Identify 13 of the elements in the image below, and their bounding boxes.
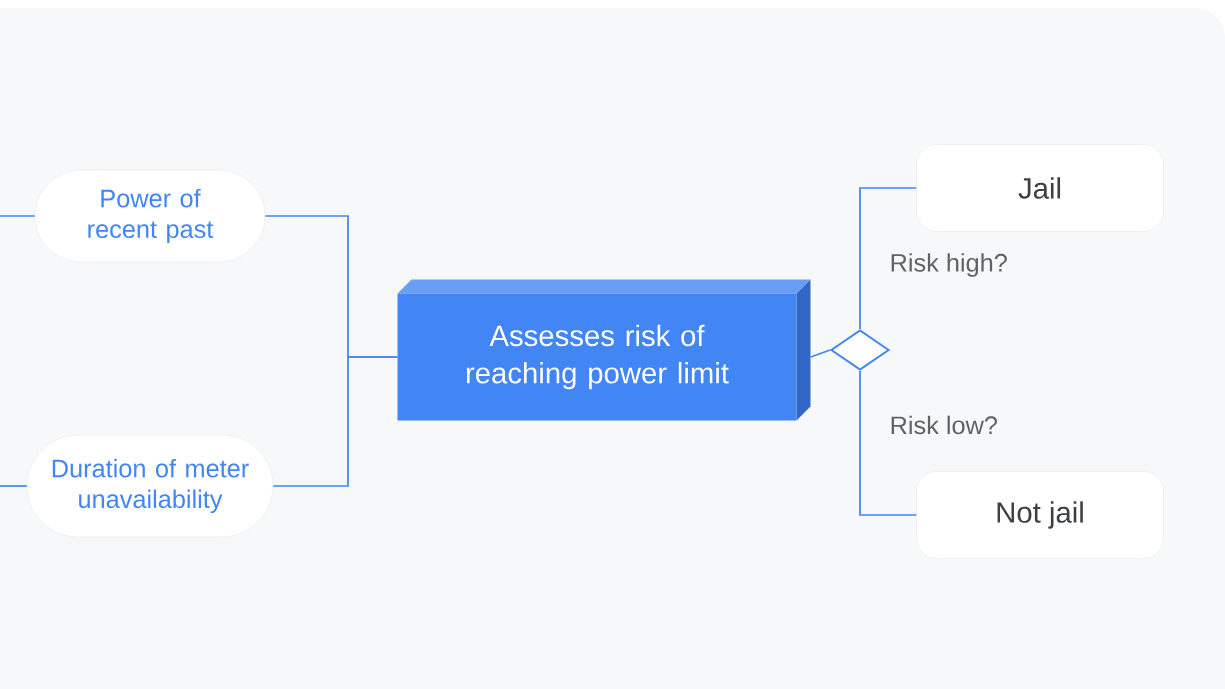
edge-label: Risk low? (888, 414, 1000, 436)
connector-line (859, 187, 918, 330)
connector-line (272, 356, 399, 487)
outcome-box: Not jail (916, 471, 1164, 559)
outcome-box: Jail (916, 144, 1164, 232)
process-block: Assesses risk of reaching power limit (397, 279, 811, 421)
connector-line (0, 485, 28, 487)
connector-line (859, 370, 918, 516)
connector-line (809, 349, 831, 358)
edge-label: Risk high? (888, 251, 1010, 279)
connector-line (0, 215, 36, 217)
input-pill: Duration of meter unavailability (26, 434, 274, 538)
input-pill: Power of recent past (34, 169, 266, 263)
